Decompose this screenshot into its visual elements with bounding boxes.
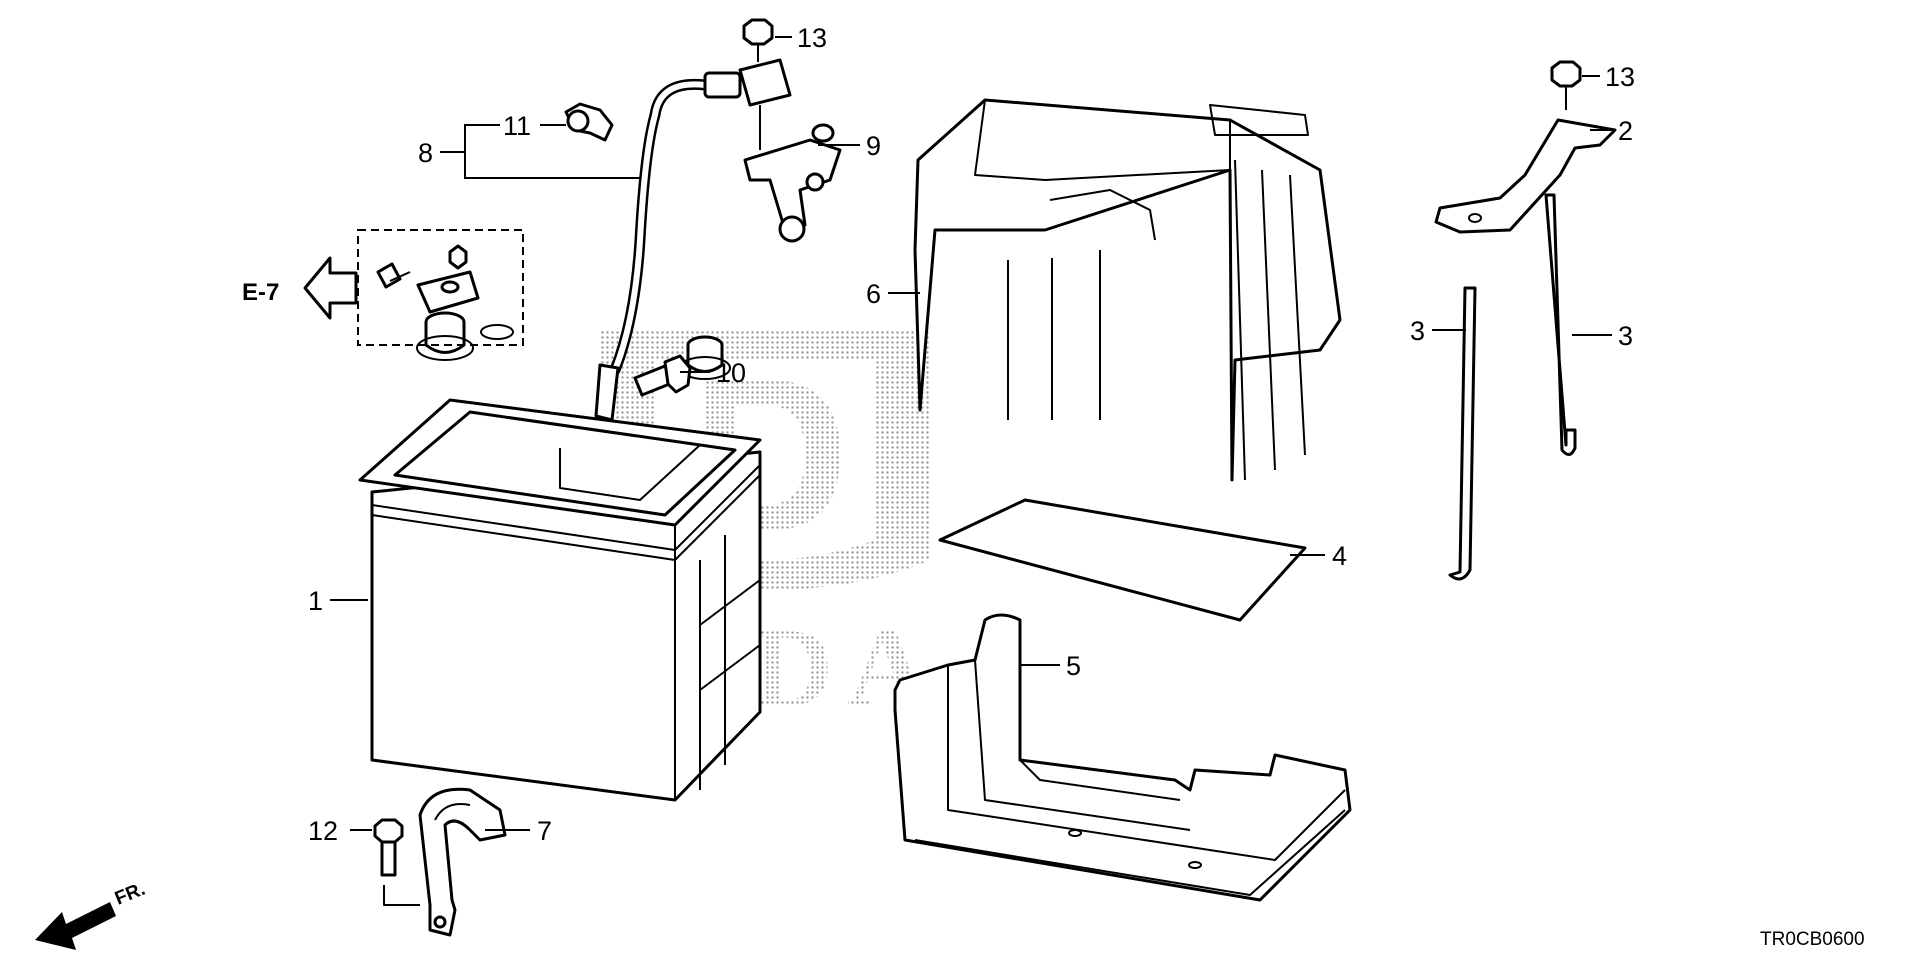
battery-sensor (738, 58, 842, 243)
leader-lines (330, 36, 1612, 831)
callout-3-right[interactable]: 3 (1618, 321, 1633, 351)
battery (358, 311, 762, 802)
reference-group: E-7 (242, 229, 524, 346)
bracket-bolt (373, 818, 420, 906)
harness-clip (564, 102, 614, 142)
reference-arrow-icon[interactable] (303, 256, 358, 320)
setting-bolt-short (1448, 286, 1477, 581)
callout-6[interactable]: 6 (866, 279, 881, 309)
callout-13-left[interactable]: 13 (797, 23, 827, 53)
battery-holder (913, 98, 1342, 482)
terminal-bolt (633, 354, 692, 397)
callout-11[interactable]: 11 (503, 111, 531, 141)
callout-2[interactable]: 2 (1618, 116, 1633, 146)
callout-9[interactable]: 9 (866, 131, 881, 161)
front-label: FR. (112, 879, 148, 910)
callout-3-left[interactable]: 3 (1410, 316, 1425, 346)
front-indicator: FR. (35, 879, 148, 950)
callout-10[interactable]: 10 (716, 358, 746, 388)
callout-12[interactable]: 12 (308, 816, 338, 846)
positive-terminal (416, 311, 474, 361)
setting-bolt-long (1544, 193, 1577, 456)
front-arrow-icon (35, 902, 116, 950)
callout-13-right[interactable]: 13 (1605, 62, 1635, 92)
callout-1[interactable]: 1 (308, 586, 323, 616)
callout-8[interactable]: 8 (418, 138, 433, 168)
callout-7[interactable]: 7 (537, 816, 552, 846)
battery-cable (594, 71, 742, 422)
callout-5[interactable]: 5 (1066, 651, 1081, 681)
battery-bracket (418, 787, 507, 937)
callouts: 1 2 3 3 4 5 6 7 8 9 10 11 12 13 13 (308, 23, 1635, 846)
negative-terminal (679, 335, 731, 380)
nut-top-left (742, 18, 774, 62)
battery-tray (893, 613, 1352, 902)
reference-label[interactable]: E-7 (242, 279, 279, 306)
battery-setting-plate (1434, 118, 1617, 234)
nut-top-right (1550, 60, 1582, 110)
battery-mat (938, 498, 1307, 622)
callout-4[interactable]: 4 (1332, 541, 1347, 571)
drawing-code: TR0CB0600 (1760, 929, 1865, 950)
